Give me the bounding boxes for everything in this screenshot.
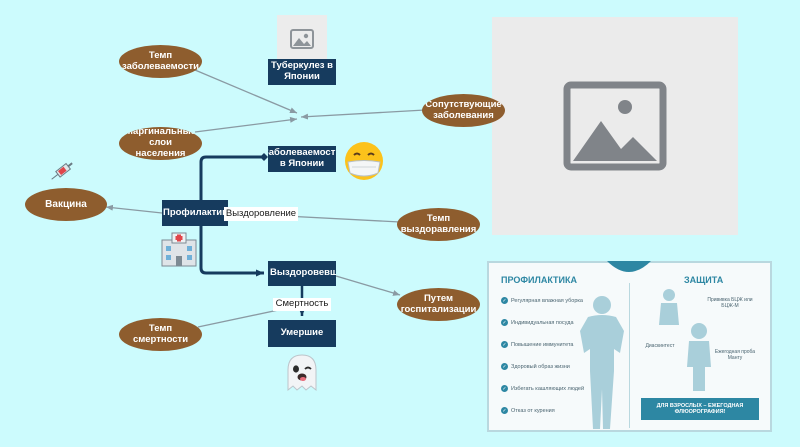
image-placeholder-icon (290, 29, 314, 49)
poster-note-privivka: Прививка БЦЖ или БЦЖ-М (707, 297, 753, 309)
node-vakcina[interactable]: Вакцина (25, 188, 107, 221)
node-temp-smert[interactable]: Темп смертности (119, 318, 202, 351)
link-profilaktika-to-vakcina (105, 204, 163, 214)
image-placeholder-icon (563, 81, 667, 171)
poster-divider (629, 283, 630, 428)
link-vyzdorovevshie-to-put (335, 275, 401, 296)
poster-item: ✓Здоровый образ жизни (501, 363, 570, 370)
node-temp-vyzd[interactable]: Темп выздоравления (397, 208, 480, 241)
ghost-icon (283, 352, 321, 394)
hospital-icon (159, 230, 199, 268)
poster-item: ✓Регулярная влажная уборка (501, 297, 583, 304)
valve-diamond (260, 153, 268, 161)
node-vyzdorovevshie[interactable]: Выздоровевшие (268, 261, 336, 286)
link-temp-zab-to-hub (194, 69, 298, 114)
syringe-icon (48, 157, 78, 185)
poster-athlete-figure (580, 296, 624, 429)
poster-lungs-icon (607, 261, 651, 272)
poster-item: ✓Избегать кашляющих людей (501, 385, 585, 392)
poster-banner: ДЛЯ ВЗРОСЛЫХ – ЕЖЕГОДНАЯ ФЛЮОРОГРАФИЯ! (641, 398, 759, 420)
node-zab-japan[interactable]: Заболеваемость в Японии (268, 146, 336, 172)
link-marginal-to-hub (194, 116, 298, 133)
node-put-gosp[interactable]: Путем госпитализации (397, 288, 480, 321)
mask-face-icon (342, 140, 386, 182)
poster-item: ✓Повышение иммунитета (501, 341, 574, 348)
poster-item: ✓Индивидуальная посуда (501, 319, 574, 326)
poster-family-figures (659, 289, 711, 391)
large-image-placeholder (492, 17, 738, 235)
node-umershie[interactable]: Умершие (268, 320, 336, 347)
poster-note-diaskintest: Диаскинтест (645, 343, 675, 349)
poster-right-title: ЗАЩИТА (684, 275, 724, 285)
tb-image-placeholder (277, 15, 327, 63)
node-soput[interactable]: Сопутствующие заболевания (422, 94, 505, 127)
node-tb-japan[interactable]: Туберкулез в Японии (268, 59, 336, 85)
flow-to-zab-japan (199, 155, 264, 202)
label-vyzdorovlenie: Выздоровление (224, 207, 298, 221)
label-smertnost: Смертность (273, 298, 331, 311)
poster-note-mantu: Ежегодная проба Манту (714, 349, 756, 361)
node-profilaktika[interactable]: Профилактика (162, 200, 228, 226)
poster-item: ✓Отказ от курения (501, 407, 555, 414)
link-soput-to-hub (300, 109, 426, 120)
prophylaxis-poster: ПРОФИЛАКТИКА ЗАЩИТА ✓Регулярная влажная … (487, 261, 772, 432)
node-marginal[interactable]: Маргинальные слои населения (119, 127, 202, 160)
flow-to-vyzdorovevshie (199, 222, 264, 277)
poster-left-title: ПРОФИЛАКТИКА (501, 275, 577, 285)
node-temp-zab[interactable]: Темп заболеваемости (119, 45, 202, 78)
